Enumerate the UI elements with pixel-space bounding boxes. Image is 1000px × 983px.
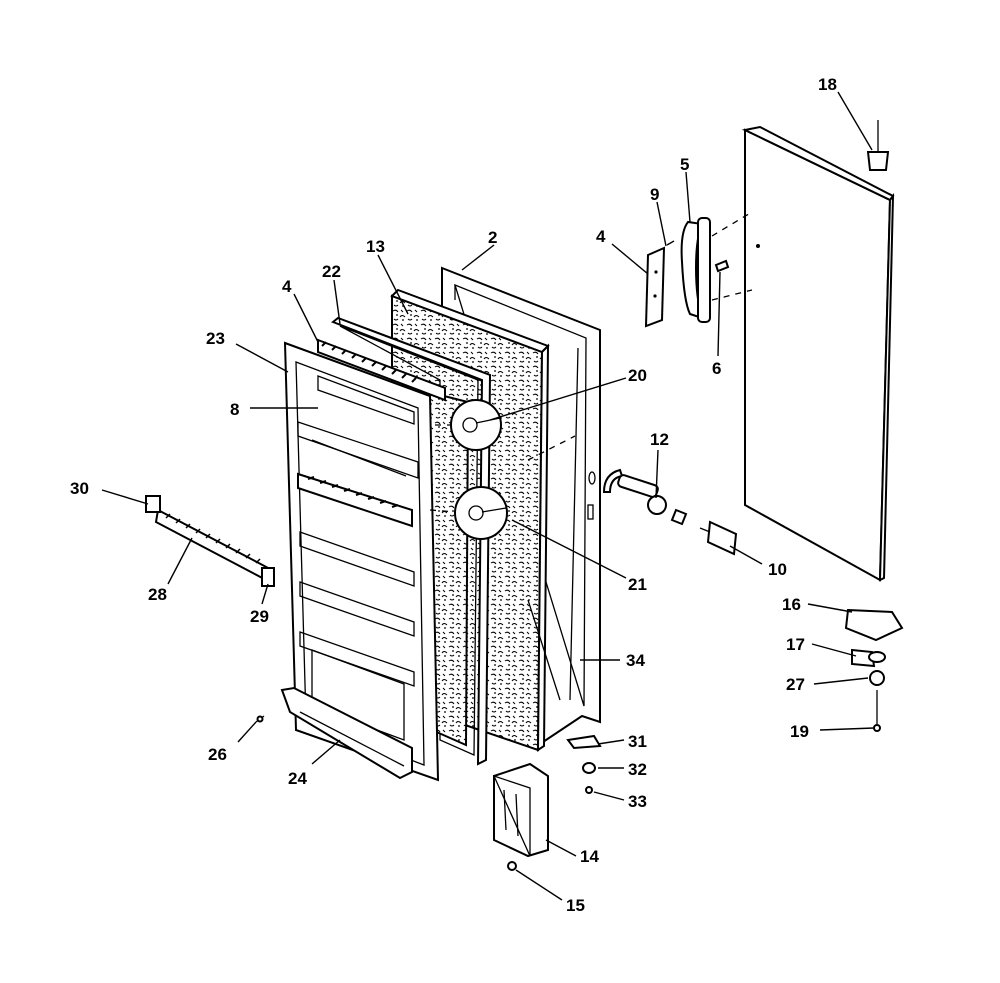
- callout-20: 20: [628, 366, 647, 385]
- bottom-hinge: [844, 608, 904, 732]
- callout-6: 6: [712, 359, 721, 378]
- callout-9: 9: [650, 185, 659, 204]
- callout-5: 5: [680, 155, 689, 174]
- callout-24: 24: [288, 769, 307, 788]
- bottom-trim: [280, 686, 413, 780]
- door-handle: [680, 211, 753, 323]
- screw-15: [507, 861, 517, 871]
- callout-21: 21: [628, 575, 647, 594]
- callout-27: 27: [786, 675, 805, 694]
- edge-line-34: [527, 599, 561, 701]
- callout-22: 22: [322, 262, 341, 281]
- door-stop-bracket: [145, 495, 275, 587]
- callout-13: 13: [366, 237, 385, 256]
- callout-30: 30: [70, 479, 89, 498]
- callout-18: 18: [818, 75, 837, 94]
- callout-2: 2: [488, 228, 497, 247]
- projection-line-21: [429, 509, 457, 513]
- callout-34: 34: [626, 651, 645, 670]
- callout-28: 28: [148, 585, 167, 604]
- callout-12: 12: [650, 430, 669, 449]
- lower-hinge-small-parts: [566, 734, 602, 794]
- callout-19: 19: [790, 722, 809, 741]
- callout-8: 8: [230, 400, 239, 419]
- callout-labels: 18 5 9 4 6 2 13 22 4 23 8 20 21 12 10 16…: [70, 75, 837, 915]
- latch-plug: [699, 520, 738, 556]
- callout-31: 31: [628, 732, 647, 751]
- callout-4-right: 4: [596, 227, 606, 246]
- callout-29: 29: [250, 607, 269, 626]
- screw-detail-20: [450, 399, 502, 451]
- handle-trim-plate: [644, 246, 666, 328]
- callout-17: 17: [786, 635, 805, 654]
- top-hinge-pin: [866, 120, 890, 171]
- door-liner: [283, 341, 440, 782]
- lock-assembly: [602, 468, 688, 526]
- callout-4-left: 4: [282, 277, 292, 296]
- screw-detail-21: [454, 486, 508, 540]
- callout-26: 26: [208, 745, 227, 764]
- screw-26: [255, 715, 265, 723]
- callout-33: 33: [628, 792, 647, 811]
- breaker-strip: [317, 338, 446, 402]
- toe-grille: [492, 762, 549, 858]
- leader-lines: [101, 91, 875, 901]
- callout-10: 10: [768, 560, 787, 579]
- projection-line-frame: [527, 435, 576, 461]
- outer-door-panel: [741, 125, 895, 582]
- callout-15: 15: [566, 896, 585, 915]
- callout-14: 14: [580, 847, 599, 866]
- handle-screws: [666, 240, 730, 273]
- callout-16: 16: [782, 595, 801, 614]
- callout-23: 23: [206, 329, 225, 348]
- callout-32: 32: [628, 760, 647, 779]
